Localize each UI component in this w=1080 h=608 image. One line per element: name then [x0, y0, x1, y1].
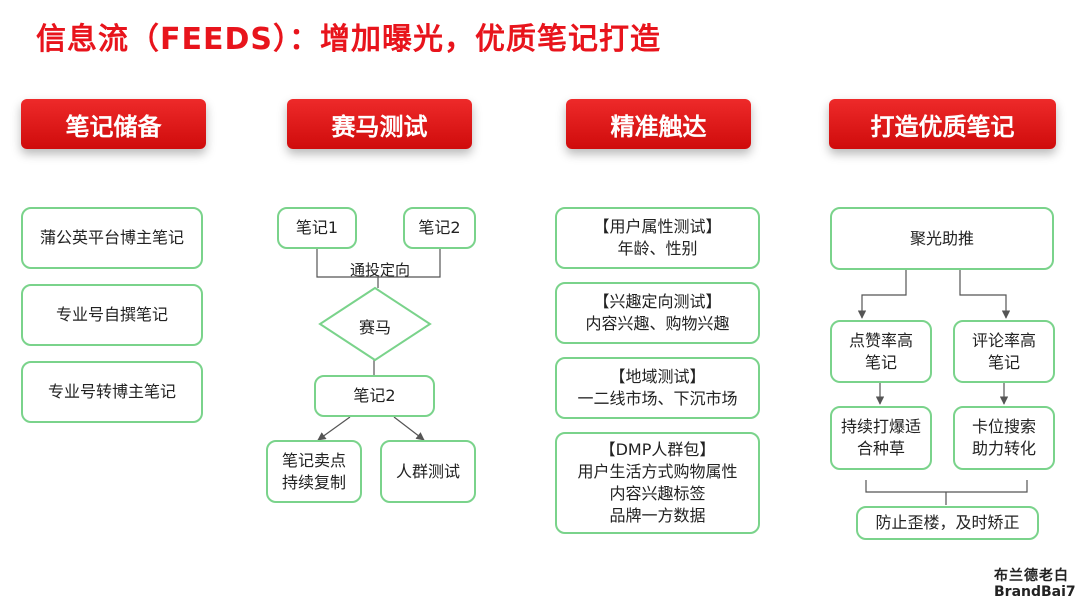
- grass-box: 持续打爆适 合种草: [830, 406, 932, 470]
- note-reserve-box-2: 专业号自撰笔记: [21, 284, 203, 346]
- search-line-1: 卡位搜索: [971, 417, 1036, 436]
- user-attr-box: 【用户属性测试】 年龄、性别: [555, 207, 760, 269]
- user-attr-detail: 年龄、性别: [617, 239, 698, 258]
- dmp-detail-2: 内容兴趣标签: [609, 484, 706, 503]
- note-reserve-box-3: 专业号转博主笔记: [21, 361, 203, 423]
- region-title: 【地域测试】: [609, 367, 706, 386]
- grass-line-2: 合种草: [856, 439, 905, 458]
- search-box: 卡位搜索 助力转化: [953, 406, 1055, 470]
- comments-box: 评论率高 笔记: [953, 320, 1055, 383]
- selling-point-box: 笔记卖点 持续复制: [266, 440, 362, 503]
- region-box: 【地域测试】 一二线市场、下沉市场: [555, 357, 760, 419]
- note-reserve-text-1: 蒲公英平台博主笔记: [39, 228, 184, 247]
- brand-logo: 布兰德老白 BrandBai7: [994, 568, 1076, 600]
- note-reserve-text-3: 专业号转博主笔记: [47, 382, 176, 401]
- header-note-reserve: 笔记储备: [21, 99, 206, 149]
- page-title: 信息流（FEEDS）：增加曝光，优质笔记打造: [36, 22, 661, 57]
- grass-line-1: 持续打爆适: [840, 417, 921, 436]
- winner-text: 笔记2: [353, 386, 396, 405]
- bottom-bracket: [865, 480, 1028, 505]
- boost-text: 聚光助推: [909, 228, 974, 248]
- search-line-2: 助力转化: [971, 439, 1036, 458]
- user-attr-title: 【用户属性测试】: [593, 217, 722, 236]
- crowd-test-text: 人群测试: [395, 461, 460, 481]
- header-quality-notes: 打造优质笔记: [829, 99, 1056, 149]
- race-diamond: [318, 286, 432, 362]
- selling-point-line-2: 持续复制: [281, 472, 346, 492]
- correction-box: 防止歪楼，及时矫正: [856, 506, 1039, 540]
- note1-text: 笔记1: [295, 218, 339, 237]
- comments-line-1: 评论率高: [971, 330, 1036, 350]
- race-label: 赛马: [359, 318, 392, 337]
- likes-line-1: 点赞率高: [848, 330, 913, 350]
- note1-box: 笔记1: [277, 207, 357, 249]
- boost-to-likes-arrow: [857, 270, 907, 319]
- winner-to-selling-point-arrow: [317, 416, 351, 441]
- dmp-detail-1: 用户生活方式购物属性: [577, 462, 738, 481]
- interest-detail: 内容兴趣、购物兴趣: [585, 314, 730, 333]
- likes-line-2: 笔记: [864, 352, 897, 372]
- region-detail: 一二线市场、下沉市场: [577, 389, 738, 408]
- winner-box: 笔记2: [314, 375, 435, 417]
- note2-text: 笔记2: [418, 218, 461, 237]
- dmp-title: 【DMP人群包】: [599, 440, 716, 459]
- header-precise-reach: 精准触达: [566, 99, 751, 149]
- comments-line-2: 笔记: [987, 352, 1020, 372]
- boost-to-comments-arrow: [959, 270, 1011, 319]
- selling-point-line-1: 笔记卖点: [281, 450, 346, 470]
- brand-en: BrandBai7: [994, 584, 1076, 600]
- dmp-detail-3: 品牌一方数据: [609, 506, 706, 525]
- boost-box: 聚光助推: [830, 207, 1054, 270]
- header-race-test: 赛马测试: [287, 99, 472, 149]
- note-reserve-text-2: 专业号自撰笔记: [55, 305, 168, 324]
- likes-box: 点赞率高 笔记: [830, 320, 932, 383]
- targeting-label: 通投定向: [350, 261, 411, 279]
- winner-to-crowd-test-arrow: [393, 416, 425, 441]
- note-reserve-box-1: 蒲公英平台博主笔记: [21, 207, 203, 269]
- crowd-test-box: 人群测试: [380, 440, 476, 503]
- correction-text: 防止歪楼，及时矫正: [875, 513, 1020, 532]
- interest-box: 【兴趣定向测试】 内容兴趣、购物兴趣: [555, 282, 760, 344]
- interest-title: 【兴趣定向测试】: [593, 292, 722, 311]
- note2-box: 笔记2: [403, 207, 476, 249]
- brand-cn: 布兰德老白: [994, 568, 1069, 584]
- dmp-box: 【DMP人群包】 用户生活方式购物属性 内容兴趣标签 品牌一方数据: [555, 432, 760, 534]
